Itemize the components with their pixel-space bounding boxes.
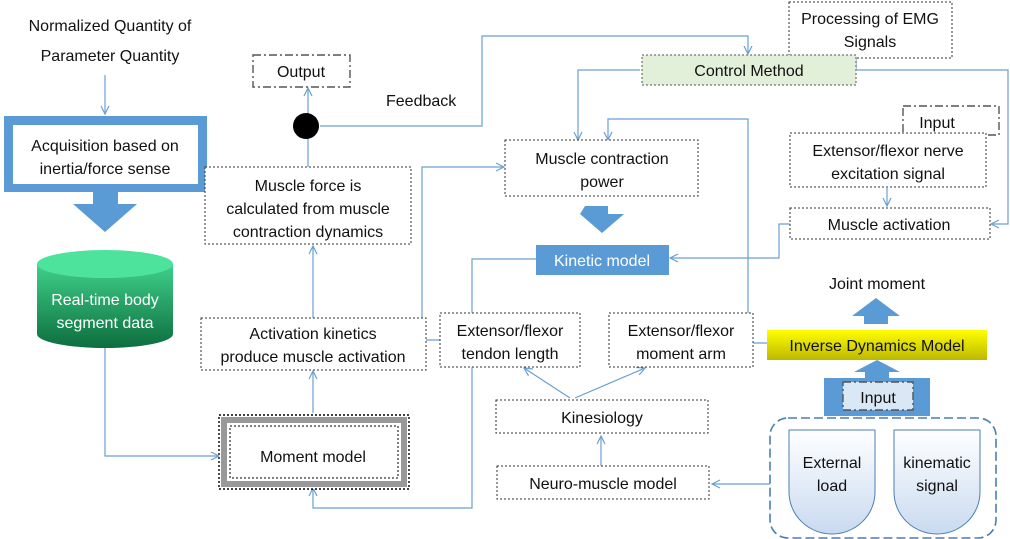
- muscle-contraction-label-2: power: [580, 174, 624, 191]
- input-container: External load kinematic signal: [769, 417, 997, 539]
- realtime-label-2: segment data: [57, 315, 154, 332]
- acquisition-block: Acquisition based on inertia/force sense: [4, 116, 207, 192]
- acquisition-label-2: inertia/force sense: [40, 161, 171, 178]
- muscle-activation-box: Muscle activation: [789, 207, 991, 240]
- muscle-activation-label: Muscle activation: [828, 217, 951, 234]
- external-load-label-1: External: [803, 455, 862, 472]
- tendon-length-label-2: tendon length: [462, 346, 559, 363]
- nerve-label-2: excitation signal: [831, 166, 945, 183]
- moment-model-label: Moment model: [260, 449, 366, 466]
- arrow-activation-to-kinetic: [670, 223, 790, 258]
- neuro-muscle-box: Neuro-muscle model: [496, 465, 710, 500]
- output-label: Output: [277, 64, 326, 81]
- neuro-muscle-label: Neuro-muscle model: [529, 476, 677, 493]
- realtime-data-cylinder: Real-time body segment data: [37, 250, 173, 348]
- normalized-quantity-text: Normalized Quantity of: [29, 18, 192, 35]
- arrow-control-to-contraction: [578, 69, 640, 140]
- arrow-kinetic-to-force: [313, 258, 536, 509]
- kinetic-model-box: Kinetic model: [536, 245, 669, 275]
- moment-arm-box: Extensor/flexor moment arm: [608, 312, 754, 368]
- down-arrow-block: [73, 192, 137, 232]
- muscle-force-label-3: contraction dynamics: [233, 224, 383, 241]
- muscle-contraction-label-1: Muscle contraction: [535, 151, 668, 168]
- emg-label-1: Processing of EMG: [801, 11, 939, 28]
- arrow-tendon-to-contraction: [421, 167, 504, 341]
- acquisition-label-1: Acquisition based on: [31, 138, 179, 155]
- output-junction-circle: [293, 113, 319, 139]
- kinematic-signal-label-2: signal: [916, 478, 958, 495]
- muscle-force-box: Muscle force is calculated from muscle c…: [204, 166, 412, 245]
- control-method-label: Control Method: [694, 63, 803, 80]
- feedback-label: Feedback: [386, 93, 457, 110]
- input-bottom-label: Input: [860, 390, 896, 407]
- tendon-length-box: Extensor/flexor tendon length: [439, 312, 581, 368]
- activation-kinetics-box: Activation kinetics produce muscle activ…: [200, 317, 427, 371]
- nerve-label-1: Extensor/flexor nerve: [812, 143, 963, 160]
- arrow-control-to-activation: [857, 69, 1009, 224]
- tendon-length-label-1: Extensor/flexor: [457, 323, 564, 340]
- moment-model-box: Moment model: [218, 414, 410, 490]
- emg-processing-box: Processing of EMG Signals: [788, 1, 953, 59]
- joint-moment-label: Joint moment: [829, 276, 926, 293]
- kinesiology-label: Kinesiology: [561, 410, 643, 427]
- external-load-pad: [788, 429, 876, 535]
- moment-arm-label-1: Extensor/flexor: [628, 323, 735, 340]
- kinesiology-box: Kinesiology: [495, 399, 709, 434]
- muscle-contraction-box: Muscle contraction power: [504, 139, 699, 197]
- muscle-force-label-2: calculated from muscle: [226, 201, 390, 218]
- kinematic-signal-label-1: kinematic: [903, 455, 971, 472]
- inverse-dynamics-label: Inverse Dynamics Model: [789, 338, 964, 355]
- contraction-down-arrow: [580, 206, 624, 233]
- control-method-box: Control Method: [641, 54, 857, 86]
- parameter-quantity-text: Parameter Quantity: [41, 48, 180, 65]
- activation-kinetics-label-1: Activation kinetics: [249, 326, 376, 343]
- input-bottom-box: Input: [824, 378, 930, 416]
- input-up-arrow: [854, 360, 900, 378]
- joint-moment-up-arrow: [852, 298, 900, 324]
- arrow-realtime-to-moment-model: [104, 336, 219, 456]
- output-box: Output: [252, 54, 351, 88]
- nerve-signal-box: Extensor/flexor nerve excitation signal: [789, 132, 987, 188]
- realtime-label-1: Real-time body: [51, 292, 159, 309]
- arrow-kinesiology-to-tendon: [524, 368, 571, 399]
- kinematic-signal-pad: [893, 429, 981, 535]
- input-top-label: Input: [919, 115, 955, 132]
- feedback-line: [320, 35, 748, 127]
- connectors: [104, 35, 1009, 509]
- input-top-box: Input: [902, 105, 1000, 136]
- kinetic-model-label: Kinetic model: [554, 253, 650, 270]
- external-load-label-2: load: [817, 478, 847, 495]
- moment-arm-label-2: moment arm: [636, 346, 726, 363]
- activation-kinetics-label-2: produce muscle activation: [221, 349, 406, 366]
- arrow-inverse-loop-to-contraction: [608, 118, 767, 344]
- emg-label-2: Signals: [844, 34, 896, 51]
- muscle-force-label-1: Muscle force is: [255, 178, 362, 195]
- inverse-dynamics-box: Inverse Dynamics Model: [767, 330, 987, 360]
- arrow-kinesiology-to-moment-arm: [574, 368, 645, 399]
